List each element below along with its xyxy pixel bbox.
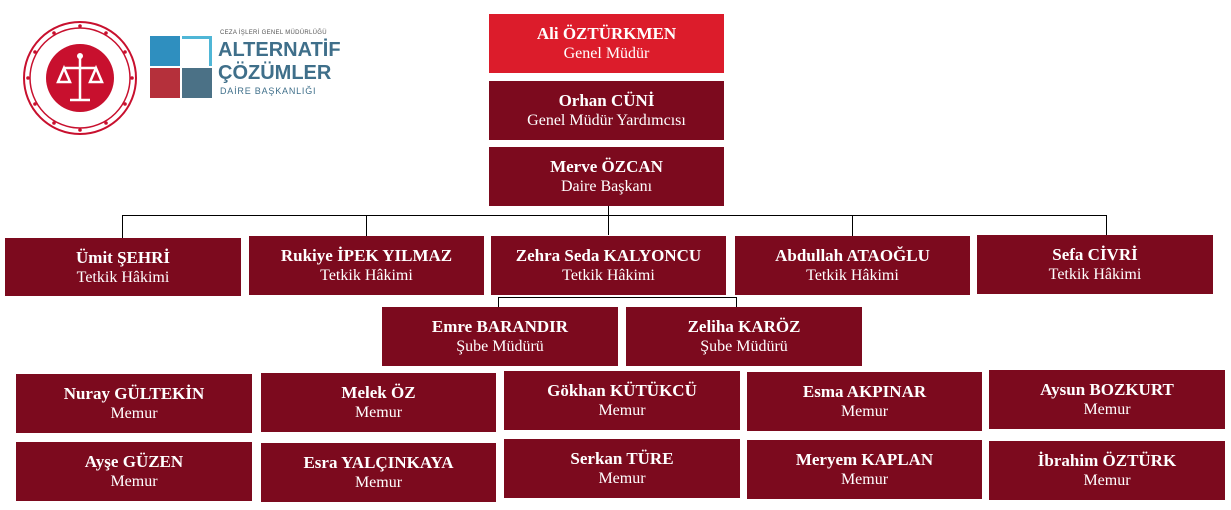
connector-horizontal-judges bbox=[122, 215, 1107, 216]
person-name: Nuray GÜLTEKİN bbox=[63, 384, 205, 403]
logo-square-grey bbox=[182, 68, 212, 98]
logo-square-red bbox=[150, 68, 180, 98]
staff-box: Esra YALÇINKAYA Memur bbox=[261, 443, 496, 502]
deputy-director-box: Orhan CÜNİ Genel Müdür Yardımcısı bbox=[489, 81, 724, 140]
connector-judge-1 bbox=[122, 215, 123, 238]
person-title: Şube Müdürü bbox=[456, 338, 544, 355]
person-title: Genel Müdür Yardımcısı bbox=[527, 112, 686, 129]
person-name: Aysun BOZKURT bbox=[1040, 380, 1174, 399]
connector-center bbox=[608, 205, 609, 235]
person-title: Tetkik Hâkimi bbox=[806, 267, 899, 284]
person-name: Serkan TÜRE bbox=[570, 449, 674, 468]
staff-box: İbrahim ÖZTÜRK Memur bbox=[989, 441, 1225, 500]
person-title: Tetkik Hâkimi bbox=[1048, 266, 1142, 283]
staff-box: Esma AKPINAR Memur bbox=[747, 372, 982, 431]
staff-box: Serkan TÜRE Memur bbox=[504, 439, 740, 498]
branch-manager-box: Zeliha KARÖZ Şube Müdürü bbox=[626, 307, 862, 366]
person-title: Memur bbox=[840, 471, 889, 488]
person-title: Memur bbox=[840, 403, 889, 420]
person-name: Melek ÖZ bbox=[341, 383, 416, 402]
judge-box: Zehra Seda KALYONCU Tetkik Hâkimi bbox=[491, 236, 726, 295]
person-name: Ayşe GÜZEN bbox=[84, 452, 184, 471]
connector-manager-1 bbox=[498, 297, 499, 307]
person-title: Tetkik Hâkimi bbox=[76, 268, 170, 286]
person-name: Gökhan KÜTÜKCÜ bbox=[547, 381, 697, 400]
director-general-box: Ali ÖZTÜRKMEN Genel Müdür bbox=[489, 14, 724, 73]
person-title: Daire Başkanı bbox=[560, 178, 653, 195]
person-title: Memur bbox=[1083, 472, 1131, 489]
person-title: Tetkik Hâkimi bbox=[562, 267, 655, 284]
person-title: Memur bbox=[354, 404, 403, 421]
branch-manager-box: Emre BARANDIR Şube Müdürü bbox=[382, 307, 618, 366]
connector-judge-5 bbox=[1106, 215, 1107, 236]
person-title: Memur bbox=[1083, 401, 1131, 418]
person-name: İbrahim ÖZTÜRK bbox=[1037, 451, 1177, 470]
person-title: Memur bbox=[110, 405, 158, 422]
judge-box: Ümit ŞEHRİ Tetkik Hâkimi bbox=[5, 238, 241, 296]
logo-small-text: CEZA İŞLERİ GENEL MÜDÜRLÜĞÜ bbox=[220, 30, 327, 36]
connector-manager-2 bbox=[736, 297, 737, 307]
staff-box: Gökhan KÜTÜKCÜ Memur bbox=[504, 371, 740, 430]
person-name: Merve ÖZCAN bbox=[550, 157, 663, 176]
person-name: Emre BARANDIR bbox=[431, 317, 569, 336]
staff-box: Melek ÖZ Memur bbox=[261, 373, 496, 432]
staff-box: Nuray GÜLTEKİN Memur bbox=[16, 374, 252, 433]
person-name: Orhan CÜNİ bbox=[558, 91, 655, 110]
logo-square-outline bbox=[182, 36, 212, 66]
person-name: Ali ÖZTÜRKMEN bbox=[536, 24, 677, 43]
person-name: Meryem KAPLAN bbox=[795, 450, 934, 469]
person-name: Sefa CİVRİ bbox=[1052, 245, 1138, 264]
person-name: Ümit ŞEHRİ bbox=[76, 247, 170, 267]
person-title: Memur bbox=[110, 473, 158, 490]
person-title: Şube Müdürü bbox=[700, 338, 788, 355]
logo-line-1: ALTERNATİF bbox=[218, 39, 341, 61]
person-name: Abdullah ATAOĞLU bbox=[775, 246, 930, 265]
staff-box: Ayşe GÜZEN Memur bbox=[16, 442, 252, 501]
judge-box: Abdullah ATAOĞLU Tetkik Hâkimi bbox=[735, 236, 970, 295]
logo-square-blue bbox=[150, 36, 180, 66]
ministry-seal-logo bbox=[22, 20, 138, 136]
connector-judge-2 bbox=[366, 215, 367, 236]
person-name: Esra YALÇINKAYA bbox=[303, 453, 454, 472]
person-title: Genel Müdür bbox=[563, 45, 650, 62]
person-name: Zehra Seda KALYONCU bbox=[515, 246, 702, 265]
department-head-box: Merve ÖZCAN Daire Başkanı bbox=[489, 147, 724, 206]
staff-box: Aysun BOZKURT Memur bbox=[989, 370, 1225, 429]
staff-box: Meryem KAPLAN Memur bbox=[747, 440, 982, 499]
alternative-solutions-logo: CEZA İŞLERİ GENEL MÜDÜRLÜĞÜ ALTERNATİF Ç… bbox=[150, 28, 350, 100]
logo-subtitle: DAİRE BAŞKANLIĞI bbox=[220, 86, 317, 96]
person-name: Esma AKPINAR bbox=[802, 382, 927, 401]
judge-box: Sefa CİVRİ Tetkik Hâkimi bbox=[977, 235, 1213, 294]
person-name: Rukiye İPEK YILMAZ bbox=[280, 246, 453, 265]
seal-emblem-icon bbox=[23, 21, 137, 135]
person-title: Memur bbox=[354, 474, 403, 491]
person-title: Memur bbox=[598, 470, 646, 487]
person-title: Memur bbox=[598, 402, 646, 419]
judge-box: Rukiye İPEK YILMAZ Tetkik Hâkimi bbox=[249, 236, 484, 295]
logo-line-2: ÇÖZÜMLER bbox=[218, 62, 332, 84]
person-title: Tetkik Hâkimi bbox=[320, 267, 413, 284]
connector-judge-4 bbox=[852, 215, 853, 236]
connector-horizontal-managers bbox=[498, 297, 737, 298]
person-name: Zeliha KARÖZ bbox=[687, 317, 801, 336]
